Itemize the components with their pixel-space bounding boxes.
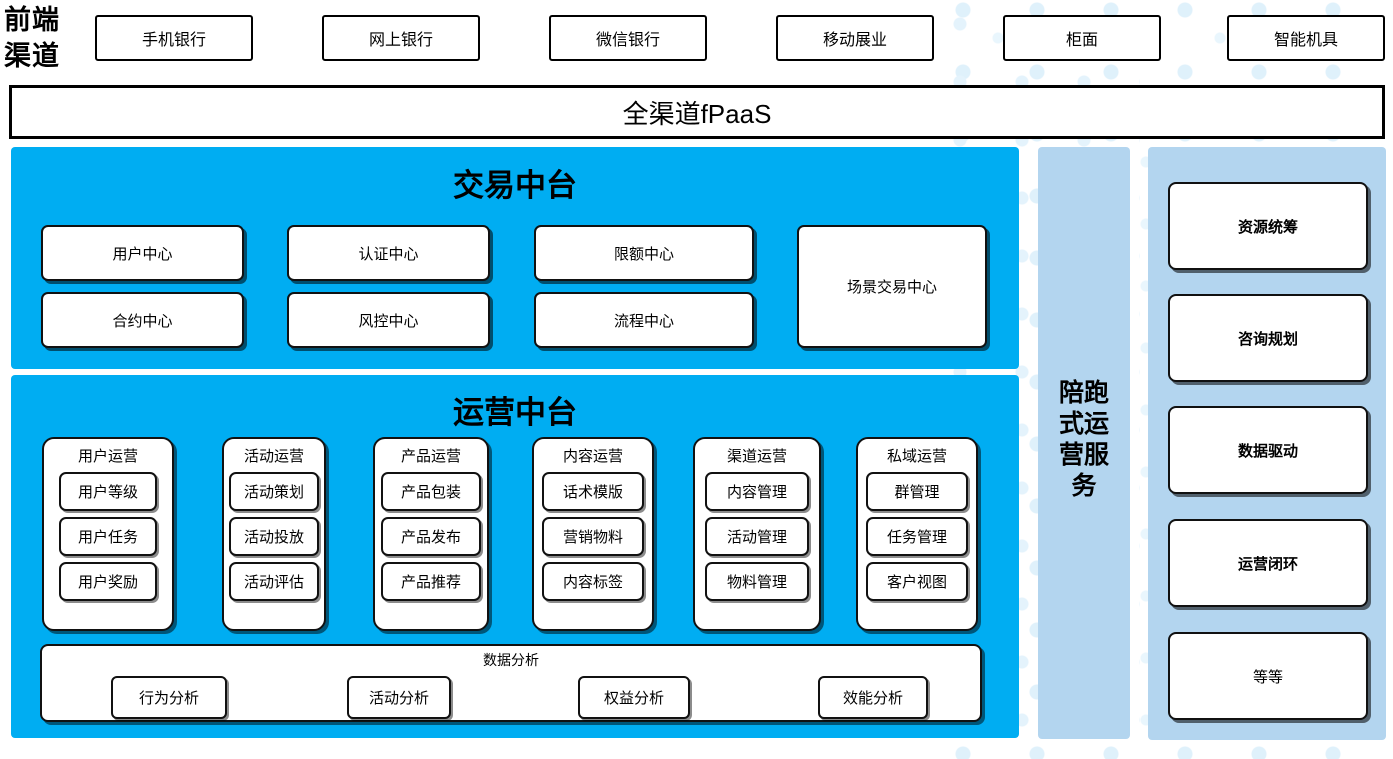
channel-chip-wechat-bank[interactable]: 微信银行 bbox=[549, 15, 707, 61]
data-analysis-title: 数据分析 bbox=[483, 652, 539, 668]
sub-user-task[interactable]: 用户任务 bbox=[59, 517, 157, 556]
card-contract-center[interactable]: 合约中心 bbox=[41, 292, 244, 348]
group-title-activity-operation: 活动运营 bbox=[243, 448, 304, 465]
sub-content-management[interactable]: 内容管理 bbox=[705, 472, 809, 511]
sub-customer-view[interactable]: 客户视图 bbox=[866, 562, 968, 601]
pillar-card-consulting-planning[interactable]: 咨询规划 bbox=[1168, 294, 1368, 382]
channel-chip-online-bank[interactable]: 网上银行 bbox=[322, 15, 480, 61]
analysis-chip-behavior[interactable]: 行为分析 bbox=[111, 676, 227, 719]
sub-script-template[interactable]: 话术模版 bbox=[542, 472, 644, 511]
channel-chip-mobile-bank[interactable]: 手机银行 bbox=[95, 15, 253, 61]
front-channel-label-line1: 前端 bbox=[4, 5, 60, 35]
accompany-service-column: 陪跑 式运 营服 务 bbox=[1038, 147, 1130, 739]
sub-user-level[interactable]: 用户等级 bbox=[59, 472, 157, 511]
group-title-channel-operation: 渠道运营 bbox=[726, 448, 787, 465]
front-channel-label: 前端 渠道 bbox=[4, 2, 88, 76]
fpaas-bar[interactable]: 全渠道fPaaS bbox=[9, 85, 1385, 139]
channel-chip-counter[interactable]: 柜面 bbox=[1003, 15, 1161, 61]
transaction-center-title: 交易中台 bbox=[453, 168, 577, 203]
sub-product-release[interactable]: 产品发布 bbox=[381, 517, 481, 556]
front-channel-label-line2: 渠道 bbox=[4, 41, 60, 71]
card-process-center[interactable]: 流程中心 bbox=[534, 292, 754, 348]
card-auth-center[interactable]: 认证中心 bbox=[287, 225, 490, 281]
channel-chip-mobile-biz[interactable]: 移动展业 bbox=[776, 15, 934, 61]
sub-content-tag[interactable]: 内容标签 bbox=[542, 562, 644, 601]
card-scene-transaction-center[interactable]: 场景交易中心 bbox=[797, 225, 987, 348]
group-product-operation[interactable]: 产品运营 产品包装 产品发布 产品推荐 bbox=[373, 437, 489, 631]
fpaas-label: 全渠道fPaaS bbox=[622, 98, 772, 129]
sub-activity-management[interactable]: 活动管理 bbox=[705, 517, 809, 556]
sub-task-management[interactable]: 任务管理 bbox=[866, 517, 968, 556]
group-channel-operation[interactable]: 渠道运营 内容管理 活动管理 物料管理 bbox=[693, 437, 821, 631]
analysis-chip-benefit[interactable]: 权益分析 bbox=[578, 676, 690, 719]
card-risk-center[interactable]: 风控中心 bbox=[287, 292, 490, 348]
analysis-chip-activity[interactable]: 活动分析 bbox=[347, 676, 451, 719]
sub-activity-planning[interactable]: 活动策划 bbox=[229, 472, 319, 511]
operation-center-title: 运营中台 bbox=[453, 395, 577, 430]
sub-product-packaging[interactable]: 产品包装 bbox=[381, 472, 481, 511]
group-private-domain-operation[interactable]: 私域运营 群管理 任务管理 客户视图 bbox=[856, 437, 978, 631]
data-analysis-strip[interactable]: 数据分析 行为分析 活动分析 权益分析 效能分析 bbox=[40, 644, 982, 722]
pillar-card-data-driven[interactable]: 数据驱动 bbox=[1168, 406, 1368, 494]
sub-material-management[interactable]: 物料管理 bbox=[705, 562, 809, 601]
pillar-card-etc[interactable]: 等等 bbox=[1168, 632, 1368, 720]
accompany-service-label-line2: 式运 bbox=[1058, 410, 1109, 438]
group-title-product-operation: 产品运营 bbox=[400, 448, 461, 465]
card-limit-center[interactable]: 限额中心 bbox=[534, 225, 754, 281]
group-content-operation[interactable]: 内容运营 话术模版 营销物料 内容标签 bbox=[532, 437, 654, 631]
accompany-service-label-line4: 务 bbox=[1071, 472, 1097, 500]
sub-marketing-material[interactable]: 营销物料 bbox=[542, 517, 644, 556]
sub-activity-evaluation[interactable]: 活动评估 bbox=[229, 562, 319, 601]
group-user-operation[interactable]: 用户运营 用户等级 用户任务 用户奖励 bbox=[42, 437, 174, 631]
analysis-chip-efficiency[interactable]: 效能分析 bbox=[818, 676, 928, 719]
sub-group-management[interactable]: 群管理 bbox=[866, 472, 968, 511]
accompany-service-label-line1: 陪跑 bbox=[1058, 379, 1109, 407]
accompany-service-label: 陪跑 式运 营服 务 bbox=[1038, 378, 1130, 502]
sub-product-recommend[interactable]: 产品推荐 bbox=[381, 562, 481, 601]
group-title-content-operation: 内容运营 bbox=[562, 448, 623, 465]
card-user-center[interactable]: 用户中心 bbox=[41, 225, 244, 281]
pillar-card-resource-coordination[interactable]: 资源统筹 bbox=[1168, 182, 1368, 270]
sub-activity-delivery[interactable]: 活动投放 bbox=[229, 517, 319, 556]
group-activity-operation[interactable]: 活动运营 活动策划 活动投放 活动评估 bbox=[222, 437, 326, 631]
sub-user-reward[interactable]: 用户奖励 bbox=[59, 562, 157, 601]
group-title-private-domain-operation: 私域运营 bbox=[886, 448, 947, 465]
pillar-card-operation-closed-loop[interactable]: 运营闭环 bbox=[1168, 519, 1368, 607]
channel-chip-smart-device[interactable]: 智能机具 bbox=[1227, 15, 1385, 61]
accompany-service-label-line3: 营服 bbox=[1058, 441, 1109, 469]
group-title-user-operation: 用户运营 bbox=[77, 448, 138, 465]
